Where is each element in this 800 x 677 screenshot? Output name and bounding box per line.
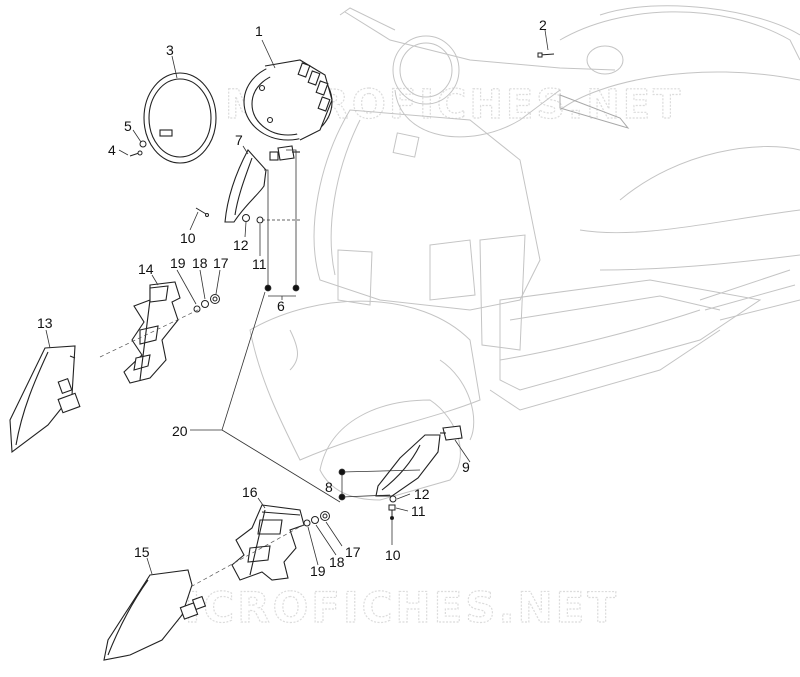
callout-leaders bbox=[45, 29, 549, 575]
left-turn-signal-upper bbox=[224, 145, 300, 223]
callout-20: 20 bbox=[172, 423, 188, 439]
callout-2: 2 bbox=[539, 17, 547, 33]
callout-19-lower: 19 bbox=[310, 563, 326, 579]
part-6-bracket bbox=[262, 149, 300, 300]
callout-4: 4 bbox=[108, 142, 116, 158]
lower-signal-hardware bbox=[388, 495, 397, 520]
callout-17-lower: 17 bbox=[345, 544, 361, 560]
headlight-unit bbox=[243, 59, 333, 141]
callout-15: 15 bbox=[134, 544, 150, 560]
watermarks: MICROFICHES.NET MICROFICHES.NET bbox=[139, 81, 681, 632]
callout-18-upper: 18 bbox=[192, 255, 208, 271]
upper-signal-hardware bbox=[195, 207, 264, 224]
callout-9: 9 bbox=[462, 459, 470, 475]
callout-19-upper: 19 bbox=[170, 255, 186, 271]
callout-13: 13 bbox=[37, 315, 53, 331]
upper-nuts-washers bbox=[99, 294, 220, 358]
callout-labels: 1 2 3 4 5 6 7 8 9 10 10 11 11 12 12 13 1… bbox=[37, 17, 547, 579]
callout-12-upper: 12 bbox=[233, 237, 249, 253]
callout-16: 16 bbox=[242, 484, 258, 500]
callout-14: 14 bbox=[138, 261, 154, 277]
callout-17-upper: 17 bbox=[213, 255, 229, 271]
callout-18-lower: 18 bbox=[329, 554, 345, 570]
callout-6: 6 bbox=[277, 298, 285, 314]
right-turn-signal-lower bbox=[375, 425, 463, 497]
watermark-bottom: MICROFICHES.NET bbox=[140, 583, 619, 632]
callout-5: 5 bbox=[124, 118, 132, 134]
part-8-bracket bbox=[338, 468, 421, 501]
rim-screw-and-washer bbox=[129, 140, 147, 157]
callout-11-lower: 11 bbox=[411, 503, 426, 519]
callout-8: 8 bbox=[325, 479, 333, 495]
callout-1: 1 bbox=[255, 23, 263, 39]
callout-12-lower: 12 bbox=[414, 486, 430, 502]
scooter-body-outline bbox=[249, 5, 800, 501]
lower-nuts-washers bbox=[184, 511, 330, 591]
upper-mounting-bracket bbox=[123, 281, 181, 384]
callout-7: 7 bbox=[235, 132, 243, 148]
callout-3: 3 bbox=[166, 42, 174, 58]
headlight-rim bbox=[143, 72, 217, 164]
left-front-indicator-lens bbox=[9, 345, 81, 454]
part-20-leader bbox=[190, 291, 341, 503]
callout-10-upper: 10 bbox=[180, 230, 196, 246]
right-front-indicator-lens bbox=[103, 569, 207, 661]
handlebar-screw bbox=[537, 52, 555, 58]
callout-11-upper: 11 bbox=[252, 256, 267, 272]
lower-mounting-bracket bbox=[231, 504, 305, 581]
callout-10-lower: 10 bbox=[385, 547, 401, 563]
